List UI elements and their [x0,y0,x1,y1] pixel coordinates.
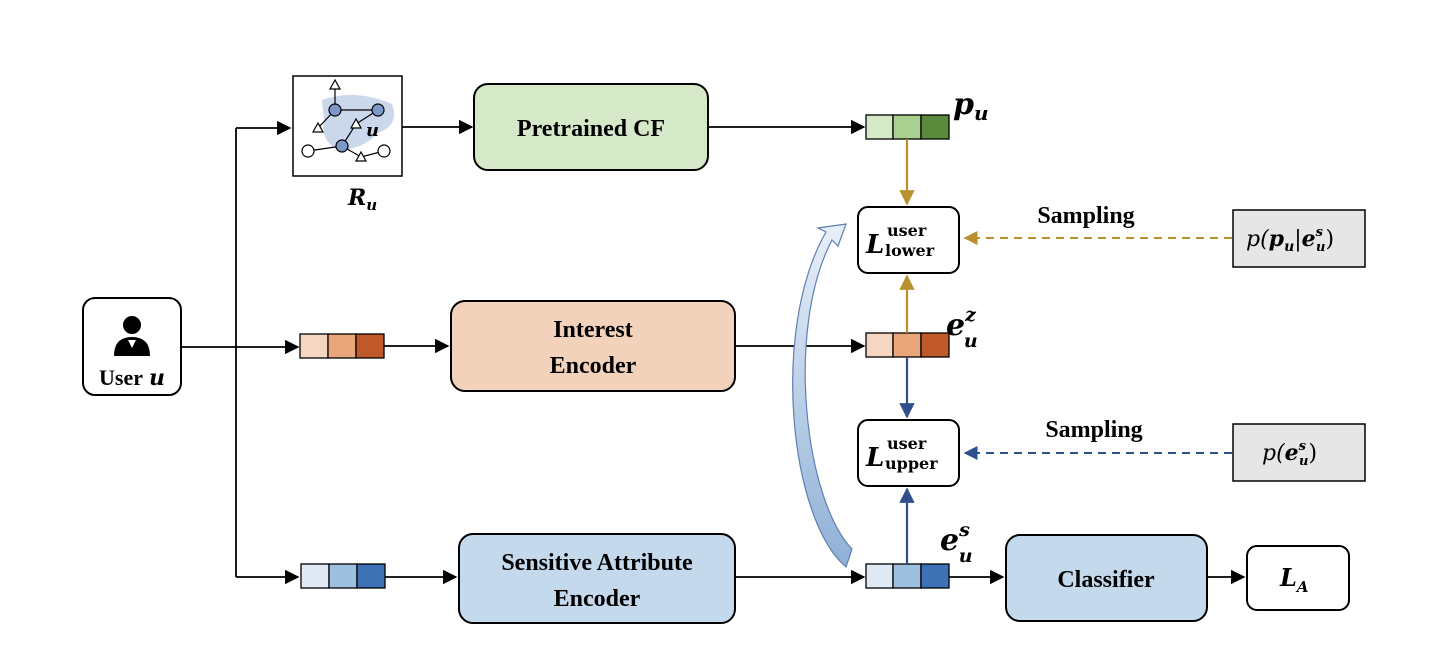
interaction-graph: u Ru [292,75,403,214]
sensitive-encoder-node: Sensitive Attribute Encoder [458,533,736,624]
interest-encoder-line2: Encoder [550,353,637,379]
gradient-curve-arrow [792,223,853,569]
es-embedding [865,563,950,589]
interest-encoder-line1: Interest [553,317,633,343]
graph-node-label: u [366,120,379,141]
sampling-label-top: Sampling [1037,203,1134,229]
pu-label: pu [953,87,989,125]
user-connectors [181,120,300,585]
sampling-label-bottom: Sampling [1045,417,1142,443]
la-loss-node: LA [1246,545,1350,611]
lower-loss-sup: user [887,221,927,240]
ez-embedding [865,332,950,358]
upper-loss-sub: upper [885,454,938,473]
lower-loss-node: L user lower [857,206,960,274]
user-embedding-orange [299,333,385,359]
sensitive-encoder-line2: Encoder [554,586,641,612]
upper-loss-node: L user upper [857,419,960,487]
pu-embedding [865,114,950,140]
lower-loss-sub: lower [885,241,935,260]
sensitive-encoder-line1: Sensitive Attribute [501,550,693,576]
graph-caption: Ru [347,185,377,214]
interest-encoder-node: Interest Encoder [450,300,736,392]
la-label: LA [1279,563,1309,596]
pretrained-cf-node: Pretrained CF [473,83,709,171]
lower-loss-base: L [865,230,884,260]
upper-loss-sup: user [887,434,927,453]
pretrained-cf-label: Pretrained CF [517,116,665,142]
upper-loss-base: L [865,443,884,473]
classifier-node: Classifier [1005,534,1208,622]
user-icon [114,316,150,356]
classifier-label: Classifier [1057,567,1155,593]
user-embedding-blue [300,563,386,589]
